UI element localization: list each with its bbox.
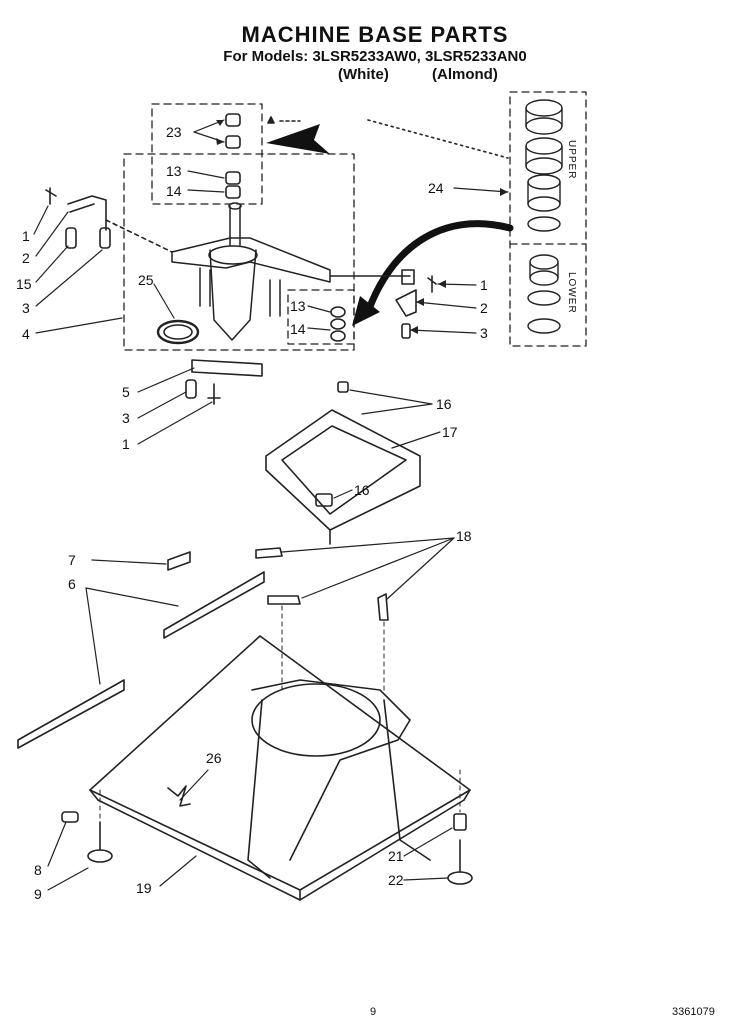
transmission-box [123, 153, 355, 351]
callout-15: 15 [16, 276, 32, 292]
part-18 [255, 547, 389, 621]
callout-22: 22 [388, 872, 404, 888]
callout-9: 9 [34, 886, 42, 902]
callout-3-left: 3 [22, 300, 30, 316]
callout-5: 5 [122, 384, 130, 400]
callout-8: 8 [34, 862, 42, 878]
callout-25: 25 [138, 272, 154, 288]
callout-23: 23 [166, 124, 182, 140]
kit-parts [525, 99, 563, 334]
callout-14-top: 14 [166, 183, 182, 199]
callout-6: 6 [68, 576, 76, 592]
leg-parts [61, 811, 473, 885]
callout-2-right: 2 [480, 300, 488, 316]
part-13-14-right [330, 306, 346, 342]
color-white-label: (White) [338, 66, 389, 83]
part-7 [167, 551, 191, 571]
part-6 [17, 571, 265, 749]
callout-1-right: 1 [480, 277, 488, 293]
callout-24: 24 [428, 180, 444, 196]
page-title: MACHINE BASE PARTS [241, 22, 509, 47]
callout-3-right: 3 [480, 325, 488, 341]
dashed-group-boxes [123, 91, 587, 351]
callout-18: 18 [456, 528, 472, 544]
transmission [171, 202, 411, 341]
kit-lower-label: LOWER [566, 272, 577, 314]
page-number: 9 [370, 1006, 377, 1018]
callout-21: 21 [388, 848, 404, 864]
part-25-seal [156, 319, 200, 345]
part-16-bottom [315, 493, 333, 507]
kit-box [509, 91, 587, 347]
left-bracket-parts [45, 187, 173, 253]
callout-3-lower: 3 [122, 410, 130, 426]
callout-2-left: 2 [22, 250, 30, 266]
model-numbers: For Models: 3LSR5233AW0, 3LSR5233AN0 [223, 48, 527, 65]
part-26-clip [167, 785, 191, 807]
callout-19: 19 [136, 880, 152, 896]
large-arrow-top [266, 124, 330, 154]
part-13-14 [225, 171, 241, 199]
triangle-marker [267, 116, 275, 124]
kit-upper-label: UPPER [566, 140, 577, 180]
lower-bracket-parts [185, 359, 263, 405]
callout-4: 4 [22, 326, 30, 342]
callout-1-left: 1 [22, 228, 30, 244]
leader-lines [33, 119, 509, 891]
part-23 [225, 113, 241, 149]
part-16-top [337, 381, 349, 393]
part-17-frame [265, 409, 421, 545]
callout-1-lower: 1 [122, 436, 130, 452]
callout-26: 26 [206, 750, 222, 766]
drawing-code: 3361079 [672, 1006, 715, 1018]
callout-7: 7 [68, 552, 76, 568]
callout-16-bottom: 16 [354, 482, 370, 498]
curved-arrow [364, 220, 514, 316]
color-almond-label: (Almond) [432, 66, 498, 83]
callout-13-top: 13 [166, 163, 182, 179]
callout-17: 17 [442, 424, 458, 440]
leader-arrowheads [216, 120, 508, 334]
callout-14-right: 14 [290, 321, 306, 337]
right-bracket-parts [395, 269, 437, 339]
callout-16-top: 16 [436, 396, 452, 412]
part-19-base [89, 635, 471, 901]
callout-13-right: 13 [290, 298, 306, 314]
